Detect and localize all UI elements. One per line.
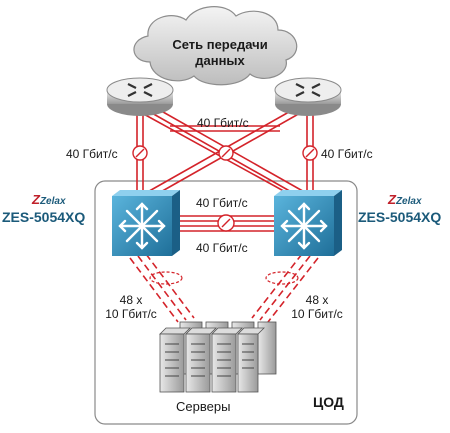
label-right-uplink-speed: 40 Гбит/с — [321, 147, 373, 161]
label-right-downlink: 48 x 10 Гбит/с — [284, 293, 350, 321]
label-interswitch-top-speed: 40 Гбит/с — [196, 196, 248, 210]
links — [129, 107, 319, 323]
marker-cross — [218, 145, 234, 161]
link-right-downlink — [251, 253, 319, 323]
label-interswitch-bottom-speed: 40 Гбит/с — [196, 241, 248, 255]
marker-interswitch — [217, 214, 235, 232]
cloud-label-line2: данных — [195, 53, 245, 68]
switch-left-icon — [112, 190, 180, 256]
router-left-icon — [106, 77, 174, 116]
link-router-horizontal — [170, 125, 280, 132]
server-slots — [165, 343, 254, 377]
switch-right-icon — [274, 190, 342, 256]
right-switch-model: ZES-5054XQ — [358, 209, 442, 225]
left-switch-model: ZES-5054XQ — [2, 209, 86, 225]
right-brand-logo-text: Zelax — [395, 196, 422, 207]
marker-left-uplink — [132, 145, 148, 161]
cloud-label-line1: Сеть передачи — [172, 37, 268, 52]
cloud-label: Сеть передачи данных — [160, 37, 280, 69]
label-right-downlink-speed: 10 Гбит/с — [291, 307, 343, 321]
marker-right-uplink — [302, 145, 318, 161]
aggregation-markers — [132, 145, 318, 232]
label-left-downlink-speed: 10 Гбит/с — [105, 307, 157, 321]
left-downlink-group-marker — [149, 271, 183, 285]
label-left-downlink: 48 x 10 Гбит/с — [98, 293, 164, 321]
servers-label: Серверы — [176, 399, 231, 414]
label-left-uplink-speed: 40 Гбит/с — [66, 147, 118, 161]
right-downlink-group-marker — [265, 271, 299, 285]
left-brand-logo-text: Zelax — [39, 196, 66, 207]
left-brand-logo: ZZelax — [32, 192, 66, 207]
label-routers-cross-speed: 40 Гбит/с — [197, 116, 249, 130]
cloud-icon — [133, 6, 298, 86]
link-left-downlink — [129, 253, 195, 323]
left-brand-logo-mark: Z — [32, 192, 40, 207]
router-right-icon — [274, 77, 342, 116]
right-brand-logo: ZZelax — [388, 192, 422, 207]
label-right-downlink-count: 48 x — [305, 293, 329, 307]
label-left-downlink-count: 48 x — [119, 293, 143, 307]
right-brand-logo-mark: Z — [388, 192, 396, 207]
datacenter-label: ЦОД — [313, 394, 344, 410]
servers-icon — [159, 321, 277, 393]
